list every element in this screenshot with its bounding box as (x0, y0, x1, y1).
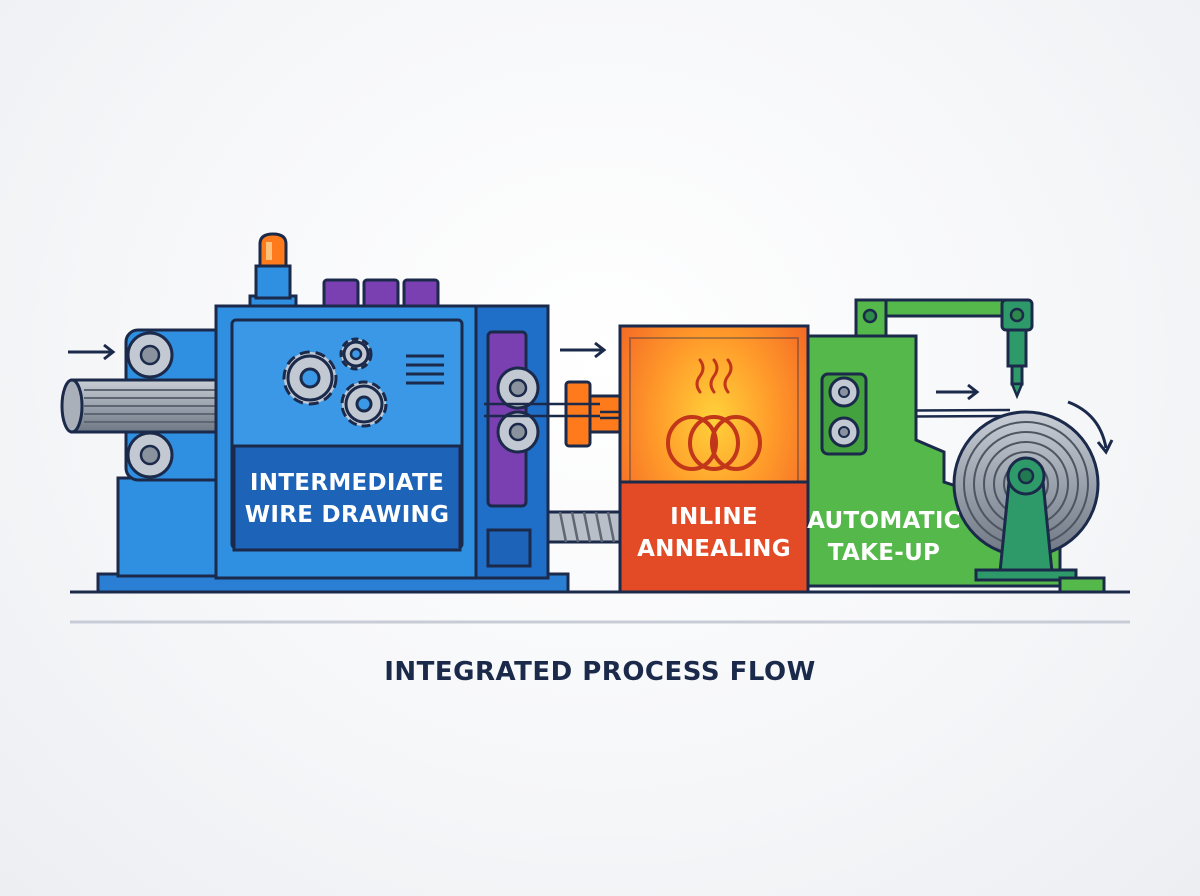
drawing-label-line2: WIRE DRAWING (245, 502, 450, 528)
annealing-label-band (618, 480, 810, 594)
annealing-label-line1: INLINE (670, 504, 758, 530)
gear-icon (340, 380, 388, 428)
exit-roller-top (496, 366, 540, 410)
connector-shaft (546, 380, 626, 544)
annealing-label-line2: ANNEALING (637, 536, 791, 562)
wire-bundle-input (60, 378, 224, 434)
feed-roller-bottom (126, 431, 174, 479)
feed-roller-top (126, 331, 174, 379)
takeup-label-line1: AUTOMATIC (807, 508, 961, 534)
gear-icon (282, 350, 338, 406)
heat-waves-icon (695, 358, 733, 394)
arrow-right-icon (560, 341, 607, 359)
drawing-label-panel (232, 444, 462, 552)
rotation-arrow-icon (1067, 400, 1114, 455)
exit-roller-bottom (496, 410, 540, 454)
annealing-unit: INLINE ANNEALING (618, 324, 810, 594)
coil-icon (666, 415, 762, 471)
wire-drawing-machine: INTERMEDIATE WIRE DRAWING (60, 232, 607, 594)
guide-roller-top (828, 376, 860, 408)
control-button (362, 278, 400, 310)
control-button (322, 278, 360, 310)
control-button (402, 278, 440, 310)
drawing-label-line1: INTERMEDIATE (250, 470, 444, 496)
vent-grille (406, 354, 444, 385)
takeup-label-line2: TAKE-UP (828, 540, 940, 566)
beacon-light-icon (248, 232, 298, 312)
gear-icon (339, 337, 373, 371)
take-up-unit: AUTOMATIC TAKE-UP (806, 298, 1114, 594)
diagram-caption: INTEGRATED PROCESS FLOW (384, 657, 816, 687)
guide-roller-bottom (828, 416, 860, 448)
arrow-right-icon (68, 343, 116, 361)
arrow-right-icon (936, 383, 980, 401)
